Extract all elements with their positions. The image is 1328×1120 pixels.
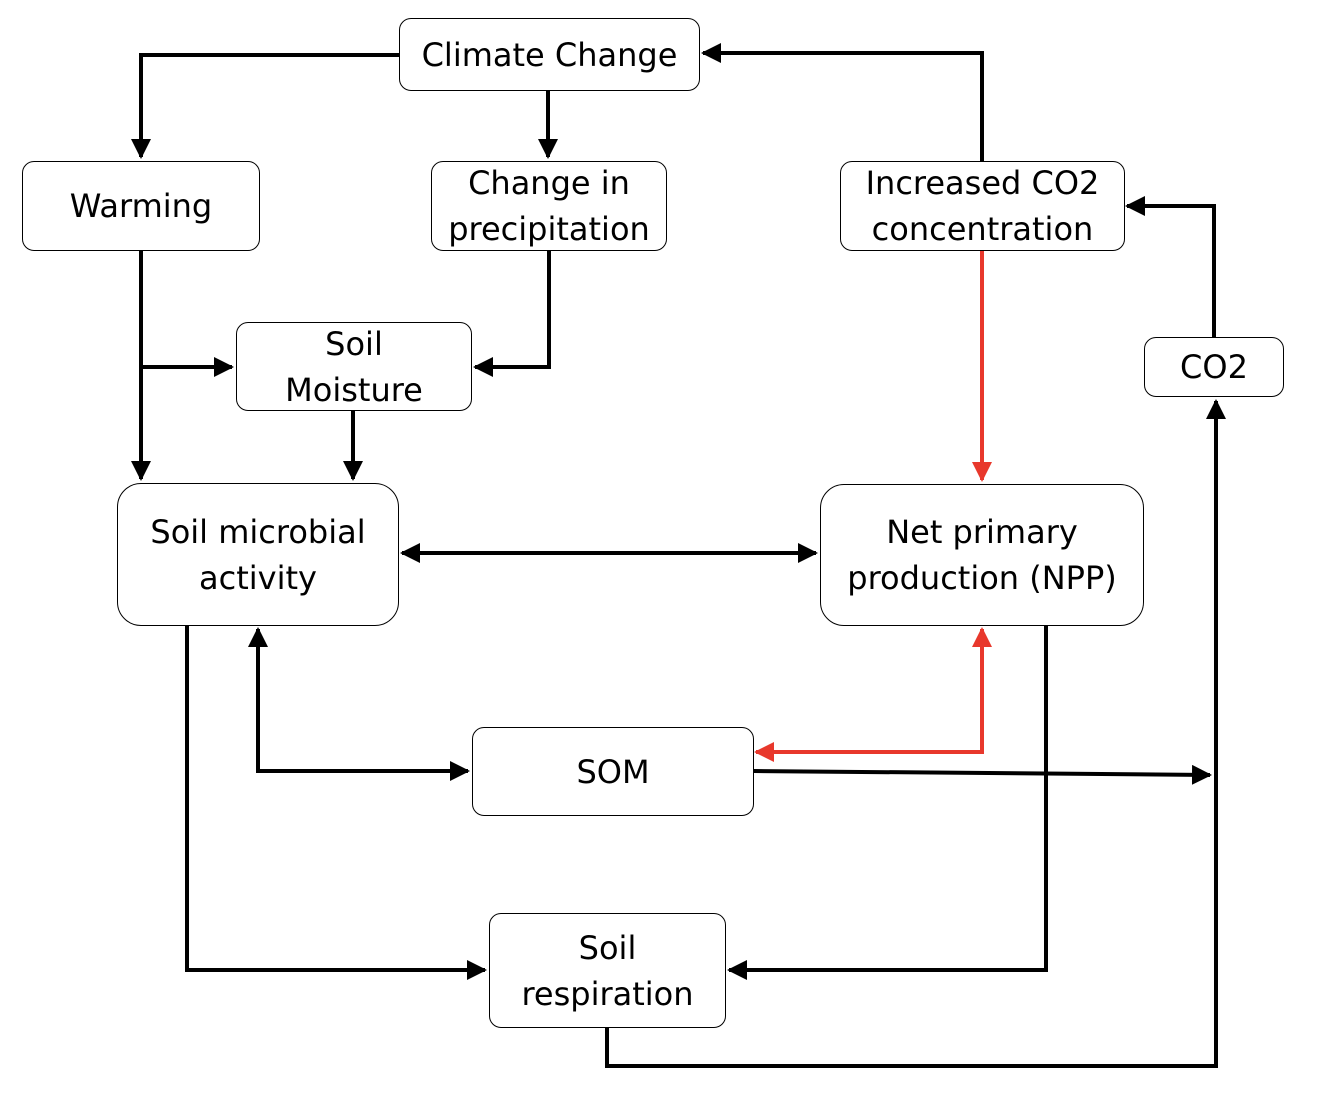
node-co2: CO2 xyxy=(1144,337,1284,397)
edge-soil-respiration-to-co2 xyxy=(605,399,1226,1068)
edge-npp-to-soil-respiration xyxy=(727,626,1048,980)
edge-co2-to-increased-co2 xyxy=(1125,196,1216,337)
edge-npp-som xyxy=(754,627,992,762)
edge-soil-microbial-activity-som xyxy=(248,627,470,781)
node-soil-respiration: Soil respiration xyxy=(489,913,726,1028)
edge-increased-co2-to-climate-change xyxy=(701,43,984,161)
edge-climate-change-to-warming xyxy=(131,53,400,159)
node-increased-co2-concentration: Increased CO2 concentration xyxy=(840,161,1125,251)
node-soil-moisture: Soil Moisture xyxy=(236,322,472,411)
node-change-in-precipitation: Change in precipitation xyxy=(431,161,667,251)
node-warming: Warming xyxy=(22,161,260,251)
node-soil-microbial-activity: Soil microbial activity xyxy=(117,483,399,626)
node-net-primary-production: Net primary production (NPP) xyxy=(820,484,1144,626)
node-climate-change: Climate Change xyxy=(399,18,700,91)
edge-soil-microbial-activity-to-soil-respiration xyxy=(185,626,487,980)
edge-som-to-co2 xyxy=(753,764,1212,785)
node-som: SOM xyxy=(472,727,754,816)
edge-precipitation-to-soil-moisture xyxy=(473,251,551,377)
